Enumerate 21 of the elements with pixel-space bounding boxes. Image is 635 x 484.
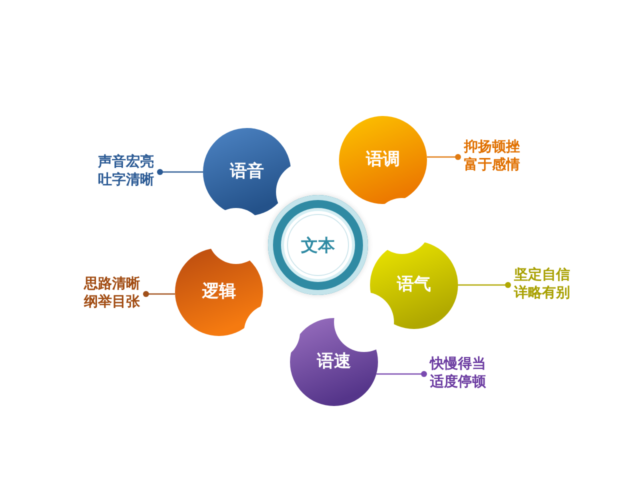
note-text: 坚定自信详略有别: [514, 267, 574, 302]
note-text: 声音宏亮吐字清晰: [98, 154, 158, 189]
petal-shape: [339, 116, 427, 204]
leader-line: [157, 169, 203, 175]
petal-shape: [290, 318, 378, 406]
leader-line: [458, 282, 511, 288]
petal-label: 语速: [317, 352, 351, 372]
petal-shape: [175, 248, 263, 336]
note-text: 抑扬顿挫富于感情: [464, 139, 524, 174]
leader-line: [143, 291, 176, 297]
petal-label: 语气: [397, 276, 431, 294]
petal-label: 逻辑: [202, 282, 236, 302]
leader-line: [426, 154, 461, 160]
petal-shape: [370, 241, 458, 329]
petal-label: 语调: [366, 150, 400, 170]
center-label: 文本: [287, 214, 349, 276]
petal-label: 语音: [230, 162, 264, 182]
petal-shape: [203, 128, 291, 216]
note-text: 思路清晰纲举目张: [84, 276, 144, 311]
leader-line: [376, 371, 427, 377]
note-text: 快慢得当适度停顿: [430, 356, 490, 391]
